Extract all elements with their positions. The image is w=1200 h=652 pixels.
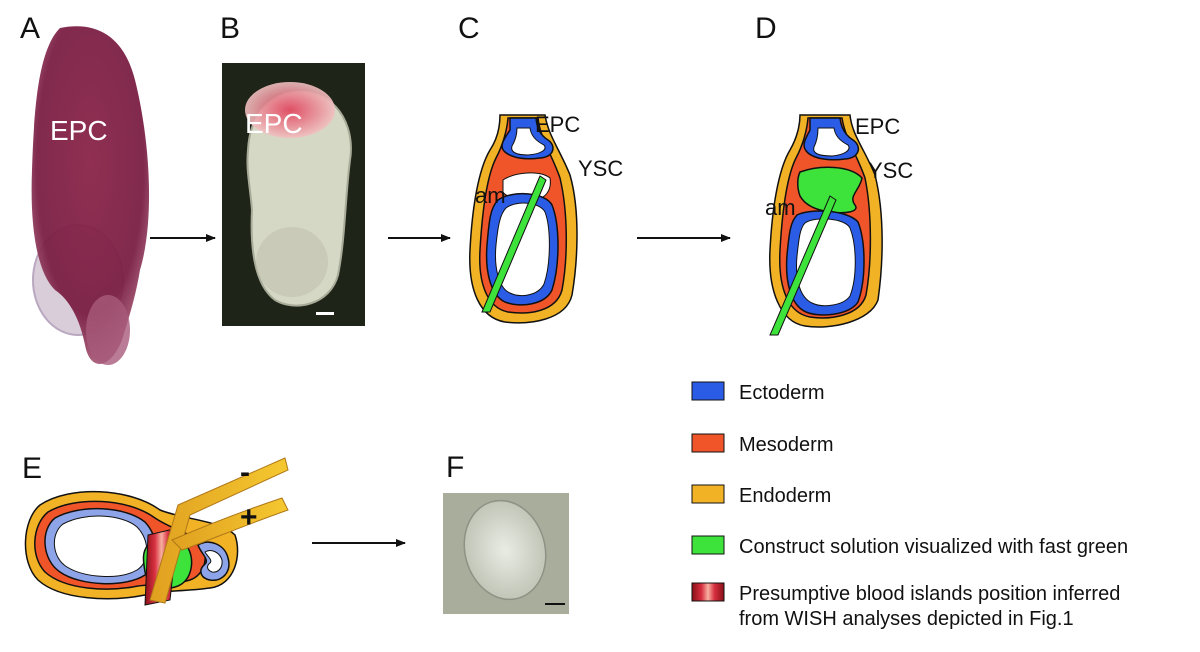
embryo-diagram-d: [769, 114, 883, 336]
panel-letter-d: D: [755, 12, 777, 45]
panel-b: B EPC: [220, 12, 365, 326]
legend-label-blood-islands: Presumptive blood islands position infer…: [739, 583, 1120, 605]
panel-letter-e: E: [22, 452, 42, 485]
legend-swatch-ectoderm: [691, 381, 725, 401]
legend-label-endoderm: Endoderm: [739, 485, 831, 507]
legend-swatch-mesoderm: [691, 433, 725, 453]
panel-letter-a: A: [20, 12, 40, 45]
legend-item-fast-green: Construct solution visualized with fast …: [691, 535, 1128, 558]
panel-c: C EPC YSC am: [458, 12, 623, 324]
label-am-c: am: [475, 183, 506, 208]
legend-swatch-fast-green: [691, 535, 725, 555]
legend-swatch-endoderm: [691, 484, 725, 504]
legend-item-endoderm: Endoderm: [691, 484, 831, 507]
legend-label-mesoderm: Mesoderm: [739, 434, 833, 456]
label-ysc-d: YSC: [868, 158, 913, 183]
embryo-diagram-c: [469, 114, 578, 324]
legend: Ectoderm Mesoderm Endoderm Construct sol…: [691, 381, 1128, 630]
panel-letter-f: F: [446, 451, 464, 484]
embryo-diagram-e: [24, 457, 289, 606]
embryo-photo-f: [463, 499, 547, 601]
panel-a: A EPC: [20, 12, 150, 365]
electrode-plus-label: +: [240, 501, 258, 534]
panel-letter-c: C: [458, 12, 480, 45]
panel-d: D EPC YSC am: [755, 12, 913, 336]
legend-item-ectoderm: Ectoderm: [691, 381, 825, 404]
panel-e: E - +: [22, 452, 289, 606]
label-epc-c: EPC: [535, 112, 580, 137]
legend-label-ectoderm: Ectoderm: [739, 382, 825, 404]
embryo-photo-a: [31, 26, 150, 365]
label-epc-d: EPC: [855, 114, 900, 139]
label-epc-b: EPC: [245, 108, 303, 139]
legend-label-blood-islands-line2: from WISH analyses depicted in Fig.1: [739, 608, 1074, 630]
scale-bar-b: [316, 312, 334, 315]
legend-swatch-blood-islands: [691, 582, 725, 602]
panel-letter-b: B: [220, 12, 240, 45]
legend-label-fast-green: Construct solution visualized with fast …: [739, 536, 1128, 558]
embryo-photo-b: [245, 82, 352, 307]
panel-f: F: [443, 451, 569, 614]
scale-bar-f: [545, 603, 565, 605]
label-epc-a: EPC: [50, 115, 108, 146]
label-ysc-c: YSC: [578, 156, 623, 181]
legend-item-mesoderm: Mesoderm: [691, 433, 833, 456]
legend-item-blood-islands: Presumptive blood islands position infer…: [691, 582, 1120, 630]
label-am-d: am: [765, 195, 796, 220]
electrode-minus-label: -: [240, 456, 250, 489]
